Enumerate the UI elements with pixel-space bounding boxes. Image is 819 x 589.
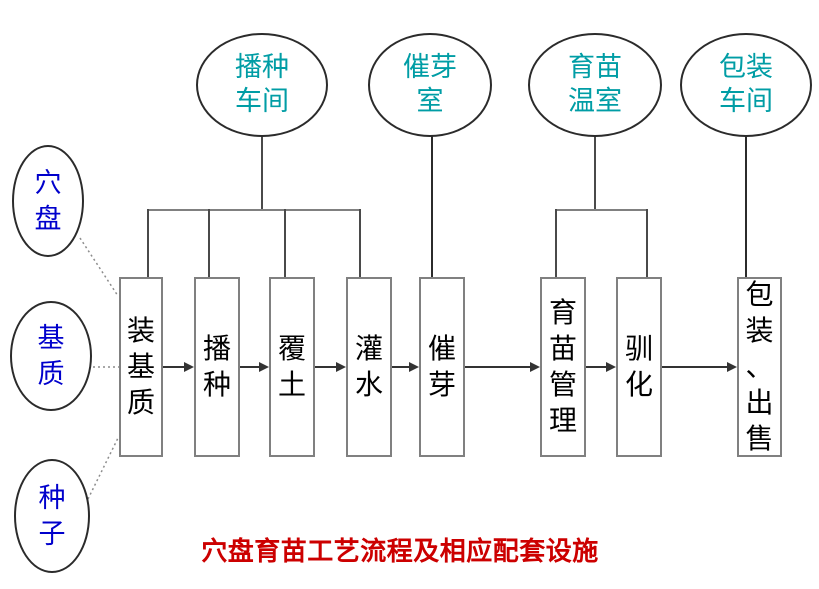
step-box-fill-substrate: 装基质 [119, 277, 163, 457]
arrow-hardening-to-pack-and-sell [662, 362, 737, 372]
flow-arrows [163, 362, 737, 372]
facility-ellipse-seedling-greenhouse: 育苗温室 [528, 33, 662, 137]
step-label: 包装、出售 [745, 279, 774, 454]
facility-label: 播种车间 [235, 52, 289, 116]
connector-seeding-workshop-tree [147, 134, 361, 277]
arrow-watering-to-germination [392, 362, 419, 372]
step-label: 播种 [202, 333, 231, 400]
input-ellipse-seeds: 种子 [14, 459, 90, 573]
dashed-link-seeds [87, 437, 119, 500]
step-label: 驯化 [624, 333, 653, 400]
input-ellipse-plug-tray: 穴盘 [12, 145, 84, 257]
step-label: 装基质 [126, 315, 155, 418]
arrow-sowing-to-soil-covering [240, 362, 269, 372]
step-box-pack-and-sell: 包装、出售 [737, 277, 782, 457]
step-box-watering: 灌水 [346, 277, 392, 457]
step-label: 覆土 [277, 333, 306, 400]
step-label: 育苗管理 [548, 297, 577, 436]
input-label: 基质 [37, 322, 65, 389]
dashed-input-links [79, 237, 119, 500]
arrow-fill-substrate-to-sowing [163, 362, 194, 372]
facility-ellipse-seeding-workshop: 播种车间 [196, 33, 328, 137]
facility-ellipse-germination-room: 催芽室 [368, 33, 492, 137]
input-label: 种子 [38, 482, 66, 549]
step-box-sowing: 播种 [194, 277, 240, 457]
arrow-germination-to-seedling-management [465, 362, 540, 372]
input-label: 穴盘 [34, 167, 62, 234]
arrow-soil-covering-to-watering [315, 362, 346, 372]
step-label: 灌水 [354, 333, 383, 400]
diagram-title: 穴盘育苗工艺流程及相应配套设施 [201, 536, 599, 566]
arrow-seedling-management-to-hardening [586, 362, 616, 372]
input-ellipse-substrate: 基质 [10, 301, 92, 411]
facility-ellipse-packing-workshop: 包装车间 [680, 33, 812, 137]
facility-label: 催芽室 [403, 52, 457, 116]
step-label: 催芽 [427, 333, 456, 400]
facility-label: 育苗温室 [568, 52, 622, 116]
step-box-hardening: 驯化 [616, 277, 662, 457]
dashed-link-plug-tray [79, 237, 119, 297]
connector-seedling-greenhouse-tree [555, 134, 648, 277]
facility-label: 包装车间 [719, 52, 773, 116]
step-box-germination: 催芽 [419, 277, 465, 457]
step-box-soil-covering: 覆土 [269, 277, 315, 457]
step-box-seedling-management: 育苗管理 [540, 277, 586, 457]
